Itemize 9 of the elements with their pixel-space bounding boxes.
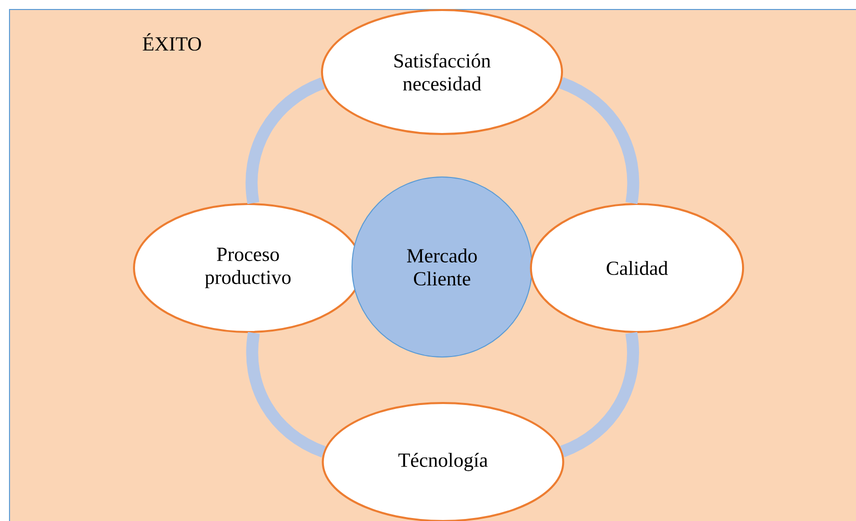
frame-title: ÉXITO — [142, 33, 201, 51]
ring-arc — [246, 332, 326, 458]
ellipse-node: Satisfacción necesidad — [321, 9, 563, 135]
ring-arc — [558, 77, 640, 204]
ellipse-node: Calidad — [530, 203, 744, 333]
ellipse-node: Técnología — [322, 402, 564, 521]
ellipse-node: Proceso productivo — [133, 203, 363, 333]
ring-arc — [560, 332, 639, 458]
ring-arc — [246, 78, 326, 204]
